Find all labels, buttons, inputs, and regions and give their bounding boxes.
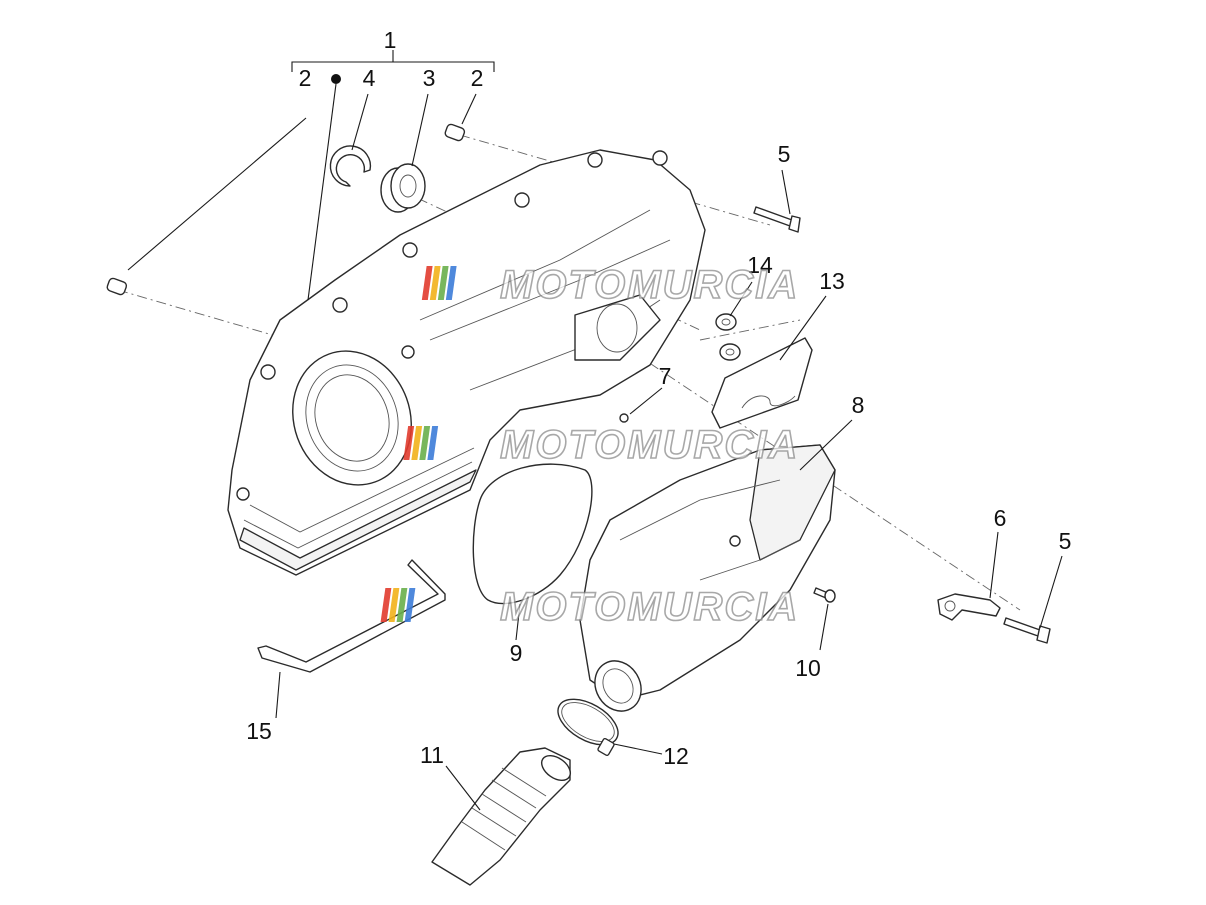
watermark-bottom: MOTOMURCIA <box>380 584 799 630</box>
callout-2-left: 2 <box>299 65 312 91</box>
callout-dot <box>331 74 341 84</box>
callout-11: 11 <box>420 742 444 768</box>
hex-key[interactable] <box>257 559 446 673</box>
callout-14: 14 <box>747 252 773 278</box>
watermark-top: MOTOMURCIA <box>421 262 799 308</box>
watermark-middle: MOTOMURCIA <box>403 422 799 468</box>
callout-5-upper: 5 <box>778 141 791 167</box>
callout-4: 4 <box>363 65 376 91</box>
hose-clamp[interactable] <box>550 690 625 757</box>
screw[interactable] <box>813 587 836 603</box>
logo-badge-plate[interactable] <box>711 337 813 429</box>
dowel-pin-right[interactable] <box>444 123 466 142</box>
callout-8: 8 <box>852 392 865 418</box>
callout-3: 3 <box>423 65 436 91</box>
bearing[interactable] <box>380 163 426 213</box>
leader-lines <box>127 50 1063 811</box>
callout-9: 9 <box>510 640 523 666</box>
callout-7: 7 <box>659 363 672 389</box>
intake-duct-bellows[interactable] <box>431 747 575 886</box>
locating-pin[interactable] <box>619 413 629 423</box>
crankcase-cover[interactable] <box>227 149 706 576</box>
bolt-lower[interactable] <box>1003 617 1051 644</box>
bolt-upper[interactable] <box>753 206 801 233</box>
callout-15: 15 <box>246 718 272 744</box>
watermark-text: MOTOMURCIA <box>500 263 799 307</box>
callout-10: 10 <box>795 655 821 681</box>
callout-13: 13 <box>819 268 845 294</box>
callout-5-lower: 5 <box>1059 528 1072 554</box>
air-filter-housing[interactable] <box>579 444 836 720</box>
bracket-clip[interactable] <box>937 593 1001 621</box>
callout-1: 1 <box>384 27 397 53</box>
grommet-upper[interactable] <box>715 313 737 331</box>
dowel-pin-left[interactable] <box>106 277 128 296</box>
watermark-text: MOTOMURCIA <box>500 423 799 467</box>
circlip[interactable] <box>329 145 372 187</box>
callout-6: 6 <box>994 505 1007 531</box>
grommet-lower[interactable] <box>719 343 741 361</box>
callout-numbers: 1 2 4 3 2 5 14 13 7 8 6 5 9 10 15 11 12 <box>246 27 1071 769</box>
callout-12: 12 <box>663 743 689 769</box>
cover-gasket[interactable] <box>472 463 593 605</box>
watermark-text: MOTOMURCIA <box>500 585 799 629</box>
callout-2-right: 2 <box>471 65 484 91</box>
